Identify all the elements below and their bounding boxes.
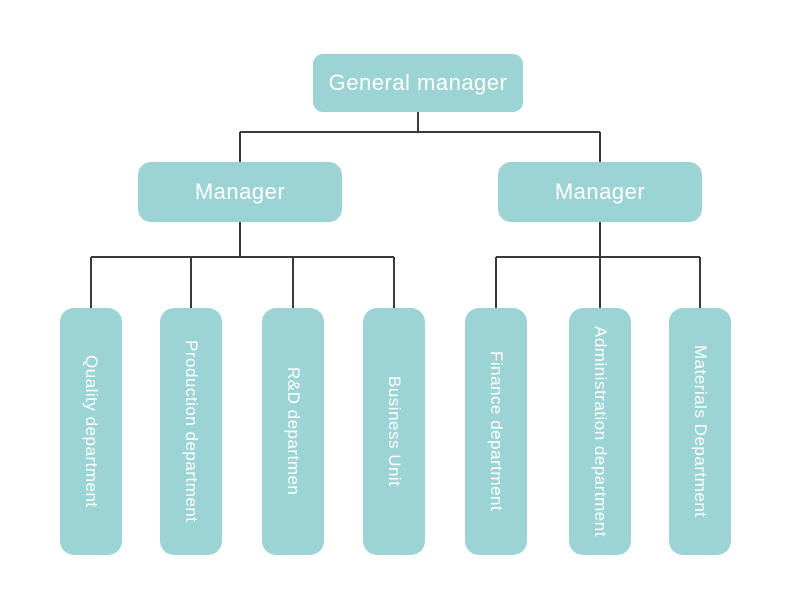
node-business-unit[interactable]: Business Unit (363, 308, 425, 555)
node-manager-left[interactable]: Manager (138, 162, 342, 222)
node-label: Administration department (591, 326, 610, 537)
node-production-department[interactable]: Production department (160, 308, 222, 555)
node-finance-department[interactable]: Finance department (465, 308, 527, 555)
node-label: Production department (182, 340, 201, 523)
node-label: Business Unit (385, 376, 404, 487)
node-manager-right[interactable]: Manager (498, 162, 702, 222)
node-label: R&D departmen (284, 367, 303, 496)
node-label: Quality department (82, 355, 101, 508)
node-label: Manager (554, 179, 646, 204)
node-label: General manager (328, 70, 508, 95)
connector-path (90, 112, 701, 308)
node-label: Manager (194, 179, 286, 204)
node-general-manager[interactable]: General manager (313, 54, 523, 112)
node-materials-department[interactable]: Materials Department (669, 308, 731, 555)
node-label: Finance department (487, 351, 506, 512)
node-label: Materials Department (691, 345, 710, 518)
node-administration-department[interactable]: Administration department (569, 308, 631, 555)
node-quality-department[interactable]: Quality department (60, 308, 122, 555)
node-rnd-department[interactable]: R&D departmen (262, 308, 324, 555)
